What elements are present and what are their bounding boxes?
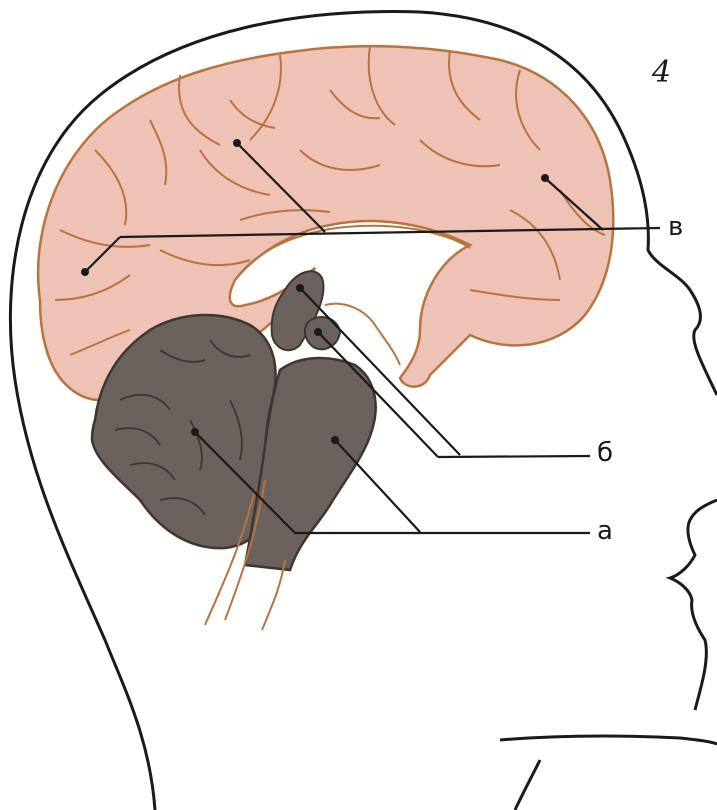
dot-b-upper	[296, 284, 304, 292]
face-profile	[670, 500, 717, 710]
chin-line	[500, 736, 717, 744]
neck-front	[515, 760, 540, 810]
dot-b-lower	[314, 328, 322, 336]
dot-v-occipital	[541, 174, 549, 182]
dot-a-brainstem	[331, 436, 339, 444]
figure-number: 4	[652, 58, 671, 88]
label-v: в	[668, 214, 683, 240]
label-b: б	[597, 440, 613, 466]
midbrain	[305, 317, 340, 349]
label-a: а	[597, 518, 613, 544]
dot-v-parietal	[233, 139, 241, 147]
dot-v-frontal	[81, 268, 89, 276]
dot-a-cerebellum	[191, 428, 199, 436]
